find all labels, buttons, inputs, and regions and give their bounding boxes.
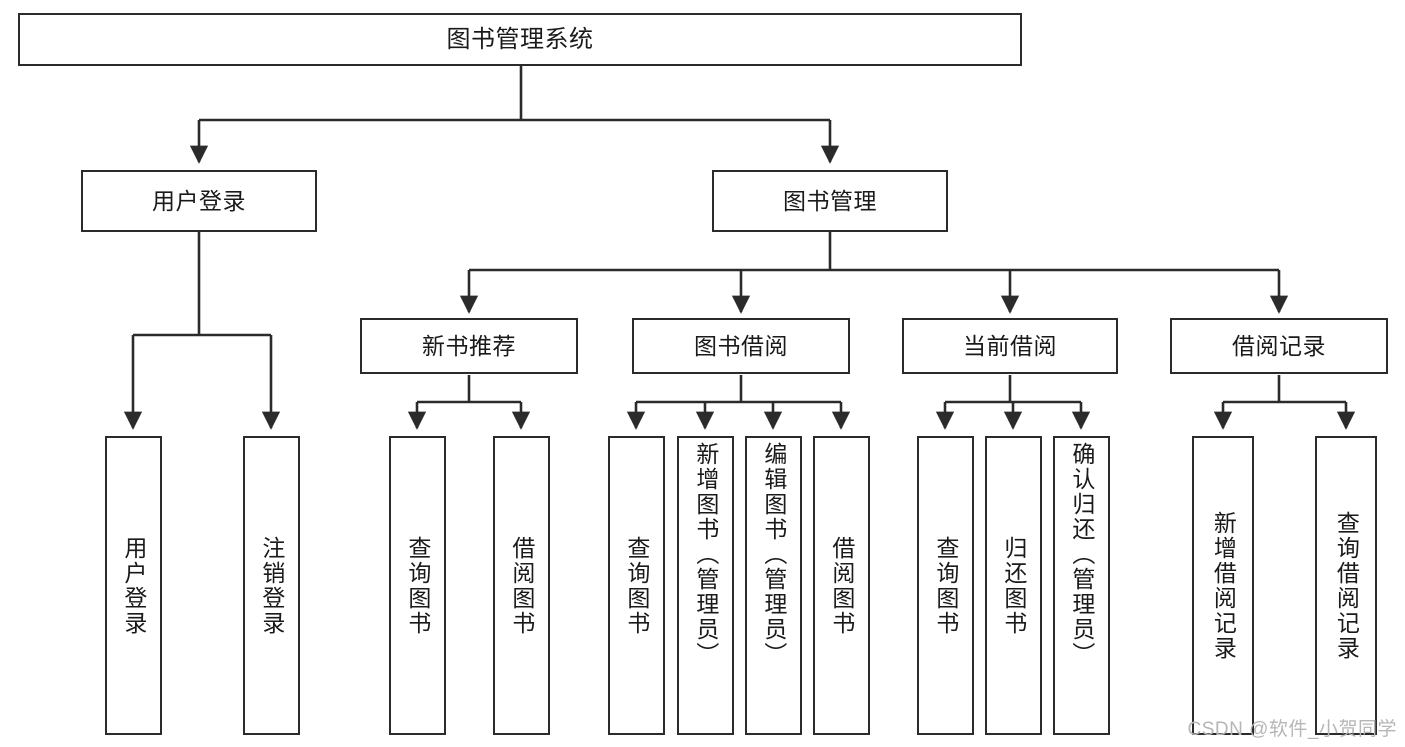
node-borrow-record[interactable]: 借阅记录 xyxy=(1170,318,1388,374)
node-book-manage-label: 图书管理 xyxy=(783,187,877,214)
node-leaf-user-logout[interactable]: 注销登录 xyxy=(243,436,300,735)
node-new-book-rec[interactable]: 新书推荐 xyxy=(360,318,578,374)
node-leaf-add-book-label: 新增图书（管理员） xyxy=(692,442,719,667)
node-leaf-return-book[interactable]: 归还图书 xyxy=(985,436,1042,735)
node-book-manage[interactable]: 图书管理 xyxy=(712,170,948,232)
node-leaf-query-book-2[interactable]: 查询图书 xyxy=(608,436,665,735)
node-leaf-edit-book-label: 编辑图书（管理员） xyxy=(760,442,787,667)
node-leaf-user-login-label: 用户登录 xyxy=(120,535,147,636)
node-borrow-record-label: 借阅记录 xyxy=(1232,332,1326,359)
node-leaf-borrow-book-1[interactable]: 借阅图书 xyxy=(493,436,550,735)
watermark: CSDN @软件_小贺同学 xyxy=(1187,719,1397,740)
node-new-book-rec-label: 新书推荐 xyxy=(422,332,516,359)
node-root-label: 图书管理系统 xyxy=(446,25,594,53)
node-leaf-confirm-return[interactable]: 确认归还（管理员） xyxy=(1053,436,1110,735)
node-leaf-add-record-label: 新增借阅记录 xyxy=(1210,510,1237,661)
node-leaf-user-logout-label: 注销登录 xyxy=(258,535,285,636)
node-leaf-return-book-label: 归还图书 xyxy=(1000,535,1027,636)
node-leaf-add-book[interactable]: 新增图书（管理员） xyxy=(677,436,734,735)
node-leaf-query-record[interactable]: 查询借阅记录 xyxy=(1315,436,1377,735)
node-leaf-query-book-3-label: 查询图书 xyxy=(932,535,959,636)
node-book-borrow-label: 图书借阅 xyxy=(694,332,788,359)
node-leaf-query-book-1-label: 查询图书 xyxy=(404,535,431,636)
node-leaf-query-record-label: 查询借阅记录 xyxy=(1333,510,1360,661)
node-leaf-borrow-book-1-label: 借阅图书 xyxy=(508,535,535,636)
node-root[interactable]: 图书管理系统 xyxy=(18,13,1022,66)
node-leaf-user-login[interactable]: 用户登录 xyxy=(105,436,162,735)
node-user-login-label: 用户登录 xyxy=(152,187,246,214)
node-leaf-query-book-2-label: 查询图书 xyxy=(623,535,650,636)
node-leaf-query-book-3[interactable]: 查询图书 xyxy=(917,436,974,735)
node-user-login[interactable]: 用户登录 xyxy=(81,170,317,232)
node-leaf-borrow-book-2[interactable]: 借阅图书 xyxy=(813,436,870,735)
node-book-borrow[interactable]: 图书借阅 xyxy=(632,318,850,374)
node-leaf-borrow-book-2-label: 借阅图书 xyxy=(828,535,855,636)
node-leaf-edit-book[interactable]: 编辑图书（管理员） xyxy=(745,436,802,735)
node-leaf-add-record[interactable]: 新增借阅记录 xyxy=(1192,436,1254,735)
node-current-borrow[interactable]: 当前借阅 xyxy=(902,318,1118,374)
node-leaf-confirm-return-label: 确认归还（管理员） xyxy=(1068,442,1095,667)
node-current-borrow-label: 当前借阅 xyxy=(963,332,1057,359)
node-leaf-query-book-1[interactable]: 查询图书 xyxy=(389,436,446,735)
